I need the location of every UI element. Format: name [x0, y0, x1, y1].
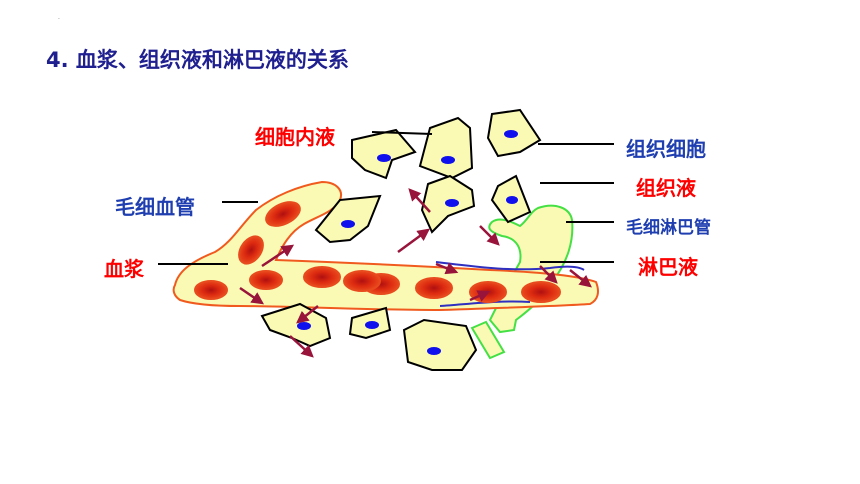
tissue-cell — [420, 174, 476, 234]
nucleus — [504, 130, 518, 138]
flow-arrow — [479, 225, 500, 246]
nucleus — [427, 347, 441, 355]
red-blood-cell — [194, 280, 228, 300]
red-blood-cell — [249, 270, 283, 290]
flow-arrow — [296, 305, 319, 324]
flow-arrow — [539, 265, 558, 284]
red-blood-cell — [415, 277, 453, 299]
label-tissue-cell: 组织细胞 — [626, 137, 706, 161]
flow-arrow — [397, 228, 431, 254]
tissue-cell — [490, 174, 532, 224]
tissue-cell — [402, 318, 478, 371]
nucleus — [341, 220, 355, 228]
flow-arrow — [289, 335, 314, 358]
tissue-cell — [418, 116, 474, 180]
tissue-cell — [351, 128, 417, 180]
red-blood-cell — [303, 266, 341, 288]
nucleus — [377, 154, 391, 162]
corner-mark: . — [58, 14, 60, 21]
leader-line — [371, 131, 433, 135]
label-intracellular-fluid: 细胞内液 — [255, 125, 335, 149]
page-title: 4. 血浆、组织液和淋巴液的关系 — [46, 48, 349, 72]
tissue-cell — [260, 302, 332, 348]
lymph-outline-overlap — [435, 261, 585, 271]
lymph-valve-end — [470, 320, 506, 360]
nucleus — [441, 156, 455, 164]
flow-arrow — [435, 262, 459, 275]
flow-arrow — [469, 290, 491, 302]
leader-lines — [158, 131, 614, 265]
nucleus — [506, 196, 518, 204]
nucleus — [297, 322, 311, 330]
flow-arrow — [569, 269, 592, 288]
red-blood-cell — [265, 201, 301, 227]
label-lymph-capillary: 毛细淋巴管 — [626, 218, 711, 238]
label-plasma: 血浆 — [104, 257, 144, 281]
label-lymph: 淋巴液 — [638, 255, 698, 279]
label-capillary: 毛细血管 — [115, 195, 195, 219]
tissue-cell — [486, 108, 542, 158]
red-blood-cells — [194, 201, 561, 303]
tissue-cell — [348, 306, 392, 340]
nucleus — [445, 199, 459, 207]
red-blood-cell — [343, 270, 381, 292]
flow-arrow — [261, 244, 295, 268]
flow-arrow — [239, 286, 265, 305]
red-blood-cell — [521, 281, 561, 303]
tissue-cell — [314, 194, 382, 244]
nucleus — [365, 321, 379, 329]
flow-arrows — [239, 188, 592, 358]
red-blood-cell — [238, 235, 264, 265]
tissue-cells — [260, 108, 542, 371]
flow-arrow — [408, 188, 431, 213]
label-tissue-fluid: 组织液 — [636, 176, 696, 200]
